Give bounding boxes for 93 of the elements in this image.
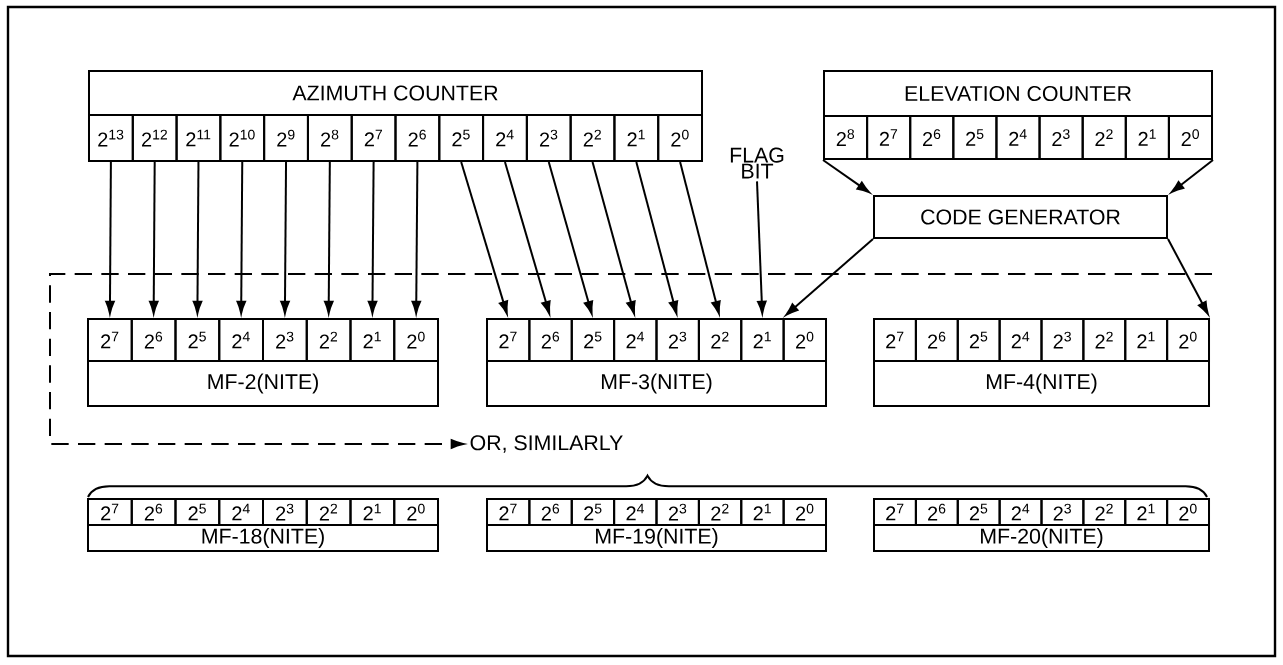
bit-cell: 2$^{4}$ — [218, 318, 264, 362]
bit-cell: 2$^{0}$ — [393, 498, 439, 526]
bit-cell: 2$^{4}$ — [613, 498, 658, 526]
bit-cell: 2$^{3}$ — [655, 498, 700, 526]
bit-cell: 2$^{2}$ — [305, 318, 352, 362]
bit-cell: 2$^{1}$ — [740, 318, 785, 362]
bit-cell: 2$^{5}$ — [956, 498, 1001, 526]
bit-cell: 2$^{4}$ — [998, 318, 1043, 362]
arrow — [192, 161, 203, 315]
bit-cell: 2$^{3}$ — [1038, 115, 1084, 160]
bit-cell: 2$^{1}$ — [1124, 115, 1170, 160]
bit-cell: 2$^{2}$ — [1081, 115, 1127, 160]
bit-cell: 2$^{5}$ — [174, 318, 221, 362]
arrow — [785, 238, 874, 316]
bit-cell: 2$^{5}$ — [174, 498, 221, 526]
bit-cell: 2$^{1}$ — [349, 498, 396, 526]
bit-cell: 2$^{4}$ — [482, 114, 528, 162]
bit-cell: 2$^{5}$ — [570, 318, 616, 362]
bit-cell: 2$^{7}$ — [486, 498, 531, 526]
bit-cell: 2$^{3}$ — [1040, 318, 1085, 362]
bit-cell: 2$^{4}$ — [218, 498, 264, 526]
bit-cell: 2$^{2}$ — [1082, 498, 1127, 526]
arrow — [280, 161, 290, 315]
bit-cell: 2$^{5}$ — [952, 115, 998, 160]
bit-cell: 2$^{7}$ — [87, 498, 133, 526]
bit-cell: 2$^{3}$ — [262, 498, 308, 526]
bit-cell: 2$^{0}$ — [393, 318, 439, 362]
bit-cell: 2$^{6}$ — [914, 318, 959, 362]
bit-cell: 2$^{6}$ — [914, 498, 959, 526]
note-text: OR, SIMILARLY — [470, 435, 623, 453]
bit-cell: 2$^{12}$ — [131, 114, 178, 162]
bit-cell: 2$^{2}$ — [1082, 318, 1127, 362]
bit-cell: 2$^{7}$ — [350, 114, 397, 162]
bit-cell: 2$^{6}$ — [528, 318, 573, 362]
arrow — [503, 161, 551, 315]
bit-cell: 2$^{1}$ — [613, 114, 660, 162]
arrow — [149, 161, 159, 315]
arrow — [1170, 159, 1214, 193]
arrow — [756, 180, 767, 315]
bit-cell: 2$^{6}$ — [528, 498, 573, 526]
arrow — [591, 161, 636, 315]
bit-cell: 2$^{0}$ — [1167, 115, 1213, 160]
bit-cell: 2$^{8}$ — [823, 115, 869, 160]
bit-cell: 2$^{10}$ — [219, 114, 266, 162]
bit-cell: 2$^{4}$ — [995, 115, 1041, 160]
bit-cell: 2$^{9}$ — [263, 114, 309, 162]
bit-cell: 2$^{1}$ — [349, 318, 396, 362]
bit-cell: 2$^{5}$ — [956, 318, 1001, 362]
bit-cell: 2$^{7}$ — [873, 498, 917, 526]
arrow — [822, 159, 870, 194]
process-box: CODE GENERATOR — [873, 195, 1168, 239]
bit-cell: 2$^{7}$ — [866, 115, 912, 160]
arrow — [547, 161, 594, 315]
bit-cell: 2$^{3}$ — [262, 318, 308, 362]
bit-cell: 2$^{3}$ — [1040, 498, 1085, 526]
bit-cell: 2$^{3}$ — [525, 114, 572, 162]
bit-cell: 2$^{7}$ — [873, 318, 917, 362]
bit-cell: 2$^{7}$ — [486, 318, 531, 362]
bit-cell: 2$^{4}$ — [613, 318, 658, 362]
bit-cell: 2$^{7}$ — [87, 318, 133, 362]
bit-cell: 2$^{11}$ — [175, 114, 222, 162]
bit-cell: 2$^{4}$ — [998, 498, 1043, 526]
signal-label: FLAG BIT — [730, 147, 784, 179]
bit-cell: 2$^{6}$ — [394, 114, 441, 162]
arrow — [324, 161, 334, 315]
bit-cell: 2$^{5}$ — [570, 498, 616, 526]
bit-cell: 2$^{0}$ — [782, 498, 827, 526]
bit-cell: 2$^{8}$ — [306, 114, 353, 162]
bit-cell: 2$^{2}$ — [569, 114, 616, 162]
bit-cell: 2$^{0}$ — [1166, 498, 1210, 526]
bit-cell: 2$^{1}$ — [740, 498, 785, 526]
bit-cell: 2$^{0}$ — [657, 114, 703, 162]
arrow — [49, 273, 1213, 449]
bit-cell: 2$^{6}$ — [130, 318, 177, 362]
bit-cell: 2$^{3}$ — [655, 318, 700, 362]
arrow — [411, 161, 421, 315]
bit-cell: 2$^{2}$ — [697, 498, 743, 526]
arrow — [460, 161, 509, 315]
arrow — [236, 161, 246, 315]
bit-cell: 2$^{6}$ — [909, 115, 955, 160]
bit-cell: 2$^{5}$ — [438, 114, 485, 162]
arrow — [105, 161, 115, 315]
bit-cell: 2$^{1}$ — [1124, 318, 1169, 362]
arrow — [679, 161, 721, 315]
bit-cell: 2$^{2}$ — [697, 318, 743, 362]
bit-cell: 2$^{0}$ — [1166, 318, 1210, 362]
arrow — [367, 161, 378, 315]
bit-cell: 2$^{2}$ — [305, 498, 352, 526]
bit-cell: 2$^{6}$ — [130, 498, 177, 526]
bit-cell: 2$^{0}$ — [782, 318, 827, 362]
bit-cell: 2$^{1}$ — [1124, 498, 1169, 526]
bit-cell: 2$^{13}$ — [88, 114, 134, 162]
arrow — [1167, 238, 1209, 315]
